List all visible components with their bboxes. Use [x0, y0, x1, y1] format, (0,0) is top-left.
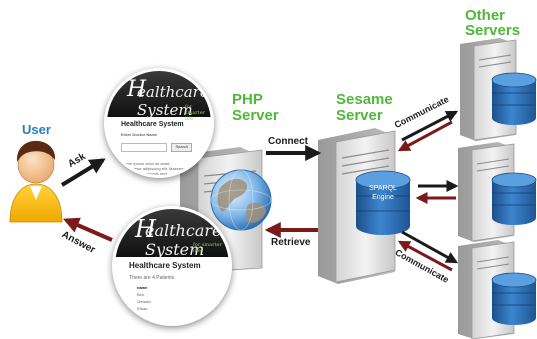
- screen-heading: Healthcare System: [129, 261, 201, 270]
- communicate-top-arrow-in: [397, 120, 453, 152]
- brand-h-logo: H: [127, 77, 147, 102]
- user-label: User: [22, 122, 51, 137]
- php-server-label: PHP Server: [232, 91, 279, 124]
- answer-arrow: [63, 217, 113, 242]
- sparql-engine-label: SPARQL Engine: [369, 185, 397, 201]
- other-servers-label: Other Servers: [465, 7, 521, 39]
- brand-h-logo: H: [135, 215, 156, 243]
- healthcare-search-screen: H ealthcare System for smarter life Heal…: [104, 68, 214, 178]
- ask-arrow: [60, 158, 106, 187]
- table-row: Ben: [137, 292, 145, 297]
- other-server-1-icon: [460, 38, 537, 141]
- sparql-engine-database-icon: [355, 170, 411, 235]
- sesame-server-label: Sesame Server: [336, 91, 393, 124]
- user-avatar-icon: [9, 140, 63, 223]
- healthcare-results-screen: H ealthcare System for smarter life Heal…: [112, 206, 232, 326]
- other-server-2-icon: [458, 142, 537, 242]
- screen-heading: Healthcare System: [121, 121, 184, 128]
- healthcare-banner: H ealthcare System for smarter life: [115, 209, 229, 259]
- communicate-bottom-arrow-out: [401, 230, 459, 264]
- table-row: Ethan: [137, 306, 148, 311]
- other-server-3-icon: [458, 240, 537, 339]
- communicate-top-arrow-out: [401, 110, 459, 142]
- brand-tagline: for smarter life: [185, 104, 206, 122]
- table-header-name: name: [137, 285, 148, 290]
- doctor-field-label: Enter Doctor Name: [121, 132, 158, 137]
- brand-text: ealthcare System: [137, 83, 209, 119]
- body-text: Lorem ipsum dolor sit amet, consectetur …: [121, 161, 188, 176]
- brand-tagline: for smarter life: [193, 242, 222, 254]
- patient-count-text: There are 4 Patients: [129, 275, 175, 281]
- healthcare-banner: H ealthcare System for smarter life: [107, 71, 211, 122]
- doctor-name-input[interactable]: [121, 143, 167, 153]
- search-button[interactable]: Search: [171, 143, 193, 153]
- brand-text: ealthcare System: [145, 221, 222, 259]
- retrieve-label: Retrieve: [271, 237, 311, 248]
- connect-label: Connect: [268, 136, 308, 147]
- table-row: Gewald: [137, 299, 151, 304]
- communicate-bottom-arrow-in: [397, 240, 453, 272]
